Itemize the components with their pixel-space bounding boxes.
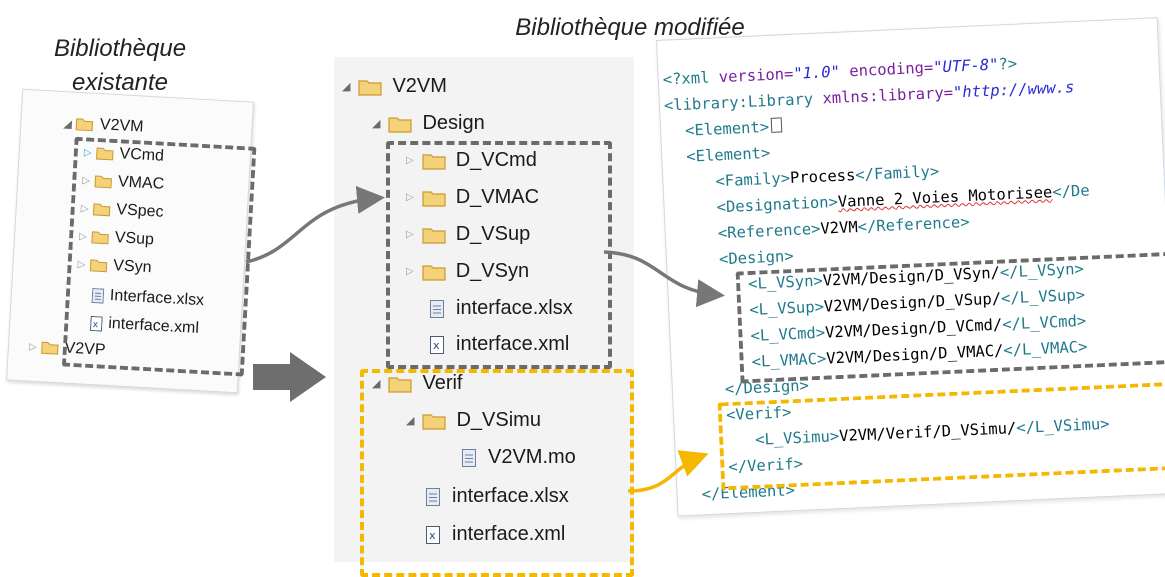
xml-tag: <library:Library [664,90,814,115]
tree-node-label: Design [422,112,484,135]
xml-tag: <Designation> [716,193,838,216]
xml-string: "http://www.s [953,78,1075,101]
xml-string: "1.0" [793,63,840,83]
folder-icon [40,340,59,355]
xml-tag: <Element> [686,144,771,166]
xml-pi-close: ?> [998,55,1017,74]
xml-line-element-open: <Element> [686,144,771,166]
expand-arrow-icon[interactable]: ◢ [342,80,350,93]
verif-folder-highlight [360,369,634,577]
tree-node-v2vm[interactable]: ◢ V2VM [342,75,447,98]
existing-folders-highlight [62,137,257,377]
collapsed-placeholder-icon[interactable] [771,117,783,132]
tree-node-design[interactable]: ◢ Design [372,112,485,135]
xml-line-element-empty: <Element> [685,117,783,139]
xml-tag: </De [1052,181,1090,201]
expand-arrow-icon[interactable]: ◢ [372,117,380,130]
xml-tag: <Design> [719,247,794,268]
xml-text: V2VM [820,218,858,238]
xml-tag: <Reference> [717,220,820,243]
xml-text: Vanne 2 Voies Motorisee [837,183,1052,211]
xml-string: "UTF-8" [933,55,999,76]
tree-node-label: V2VM [99,116,144,136]
xml-line-design-open: <Design> [719,247,794,268]
xml-tag: </Family> [855,162,940,184]
expand-arrow-icon[interactable]: ◢ [63,117,72,130]
xml-attr: xmlns:library= [822,84,953,108]
tree-node-v2vm[interactable]: ◢ V2VM [63,114,144,136]
design-paths-highlight [736,252,1165,384]
xml-tag: </Reference> [857,213,970,236]
xml-line-reference: <Reference>V2VM</Reference> [717,213,970,242]
heading-existing-line1: Bibliothèque [30,32,210,66]
collapsed-arrow-icon[interactable]: ▷ [29,341,37,352]
arrow-existing-to-modified [253,352,326,402]
verif-paths-highlight [718,381,1165,490]
design-folder-highlight [386,141,612,369]
existing-library-tree: ◢ V2VM ▷ VCmd ▷ VMAC ▷ VSpec ▷ VSup ▷ VS… [6,89,254,393]
xml-attr: encoding= [849,58,934,80]
xml-tag: <Element> [685,118,770,140]
folder-icon [358,78,382,96]
xml-line-family: <Family>Process</Family> [715,162,940,190]
folder-icon [76,117,95,132]
folder-icon [388,115,412,133]
xml-editor[interactable]: <?xml version="1.0" encoding="UTF-8"?> <… [656,17,1165,516]
xml-tag: <Family> [715,169,790,190]
tree-node-label: V2VM [392,75,446,98]
modified-library-tree: ◢ V2VM ◢ Design ▷ D_VCmd ▷ D_VMAC ▷ D_VS… [334,57,634,562]
xml-pi-open: <?xml [662,69,709,89]
xml-attr: version= [718,65,793,86]
xml-text: Process [790,166,856,187]
